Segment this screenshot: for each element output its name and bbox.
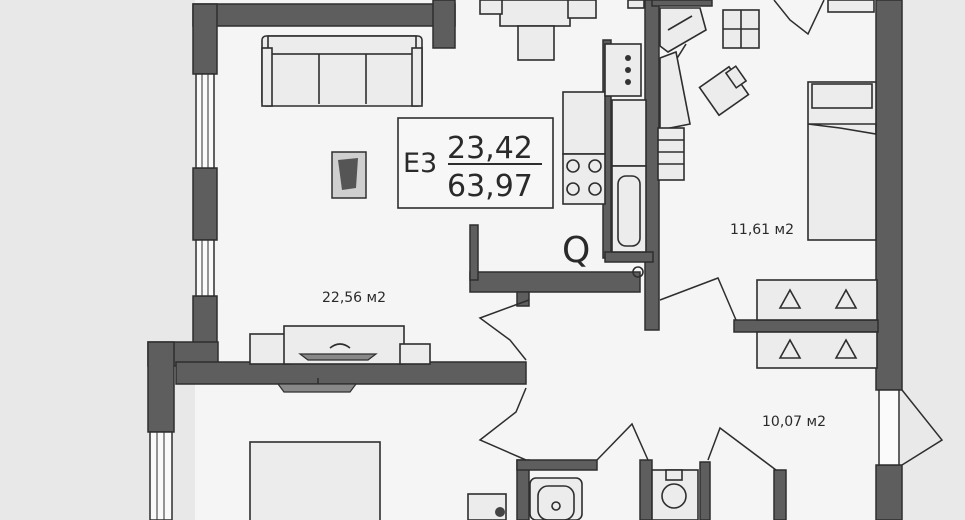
bath-lower-icon (529, 477, 583, 520)
radiator-icon (657, 127, 685, 181)
kitchen-counter (562, 43, 642, 205)
tv-unit-icon (249, 325, 431, 365)
lower-bed-icon (249, 441, 381, 520)
wardrobe-icon (756, 279, 878, 369)
toilet-icon (651, 469, 699, 520)
living-area-value: 23,42 (447, 131, 533, 166)
unit-info-box: Е3 23,42 63,97 (397, 117, 554, 209)
total-area-value: 63,97 (447, 169, 533, 204)
bedroom-area-label: 11,61 м2 (730, 222, 794, 238)
sink-icon (467, 493, 507, 520)
hall-area-label: 10,07 м2 (762, 414, 826, 430)
bathtub-icon (611, 99, 647, 278)
doors (478, 0, 944, 471)
dining-table-icon (479, 0, 645, 61)
outside-right (900, 0, 965, 520)
desk-icon (659, 7, 760, 131)
windows (149, 73, 900, 520)
sofa-icon (261, 35, 423, 107)
tv-icon (276, 378, 358, 393)
fridge-symbol: Q (562, 230, 590, 271)
living-room-area-label: 22,56 м2 (322, 290, 386, 306)
unit-code: Е3 (403, 148, 437, 179)
walls (147, 0, 903, 520)
chair-icon (698, 65, 750, 117)
fridge-icon: Q (562, 230, 590, 271)
bed-icon (807, 81, 877, 241)
plant-icon (331, 151, 367, 199)
